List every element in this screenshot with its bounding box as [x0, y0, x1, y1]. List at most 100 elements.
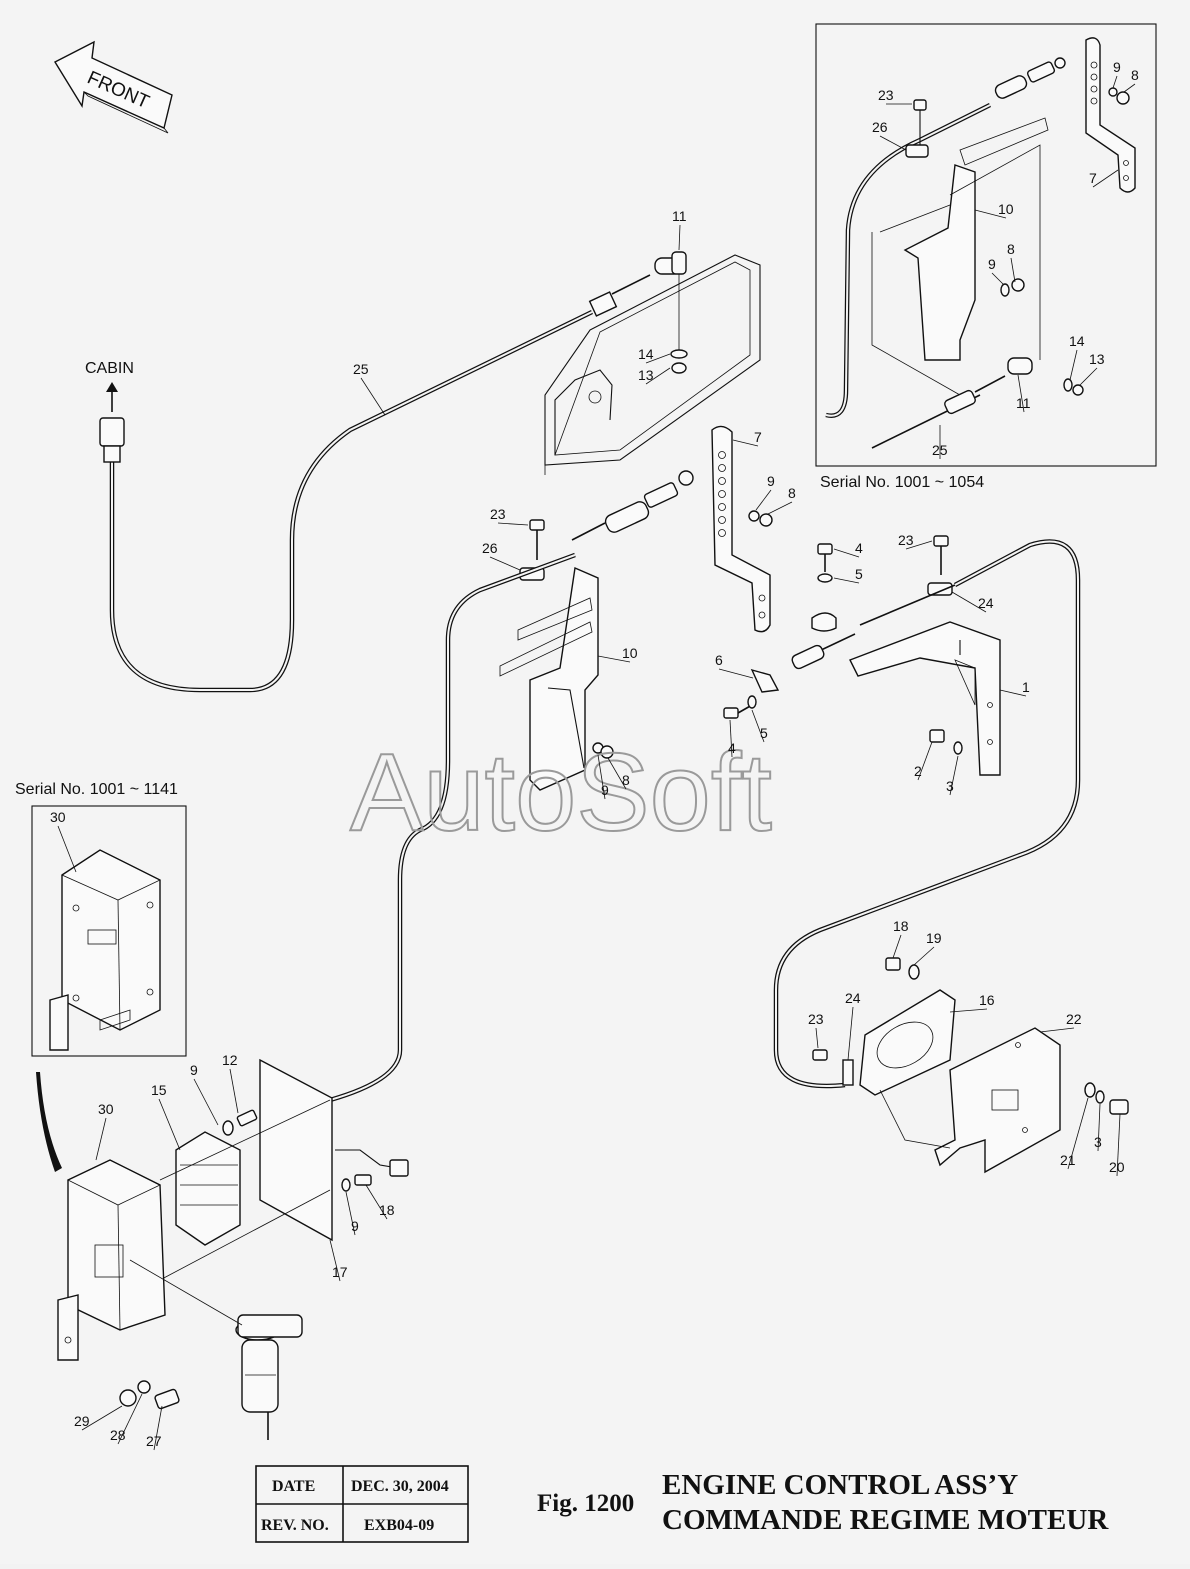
leader-m27 [153, 1405, 163, 1451]
figure-number: Fig. 1200 [537, 1490, 634, 1517]
leader-m4b [729, 719, 733, 758]
leader-t7 [1092, 169, 1119, 188]
cable-loop-right [773, 539, 1081, 1089]
leader-m30b [95, 1117, 107, 1161]
part-label-m11: 11 [672, 208, 687, 224]
clamp-24-bolt-23 [859, 535, 956, 626]
part-label-m29: 29 [74, 1413, 90, 1429]
leader-t13 [1079, 367, 1098, 386]
part-label-t26: 26 [872, 119, 888, 135]
lever-7 [711, 425, 773, 633]
leader-t8a [1123, 83, 1136, 93]
leader-m9a [755, 489, 772, 511]
inset-top-right: Serial No. 1001 ~ 1054 [815, 23, 1157, 491]
inset-top-right-serial: Serial No. 1001 ~ 1054 [820, 474, 984, 491]
part-label-m15: 15 [151, 1082, 167, 1098]
part-label-t14: 14 [1069, 333, 1085, 349]
leader-t8b [1010, 257, 1016, 283]
part-label-m10: 10 [622, 645, 638, 661]
part-label-m5a: 5 [855, 566, 863, 582]
part-label-t11: 11 [1016, 395, 1031, 411]
leader-m21 [1067, 1097, 1089, 1170]
leader-m5a [833, 577, 860, 584]
leader-m12 [229, 1068, 239, 1114]
leader-m23a [497, 522, 529, 526]
leader-m8a [767, 501, 793, 515]
leader-t9a [1112, 75, 1118, 89]
bracket-10 [499, 566, 614, 791]
date-label: DATE [272, 1478, 315, 1495]
leader-m6 [718, 668, 754, 679]
rod-end-11 [654, 251, 688, 374]
leader-m5b [751, 709, 765, 743]
part-label-m27: 27 [146, 1433, 162, 1449]
leader-m9c [193, 1078, 219, 1126]
part-label-m23b: 23 [898, 532, 914, 548]
cable-25 [99, 274, 651, 693]
leader-m26 [489, 556, 521, 571]
part-label-m13: 13 [638, 367, 654, 383]
throttle-cable-end [571, 470, 694, 541]
cabin-label: CABIN [85, 360, 134, 377]
part-label-m8a: 8 [788, 485, 796, 501]
leader-m1 [999, 689, 1027, 697]
part-label-m3a: 3 [946, 778, 954, 794]
leader-m19 [913, 946, 935, 966]
leader-m2 [917, 741, 933, 781]
part-label-t23: 23 [878, 87, 894, 103]
part-label-m17: 17 [332, 1264, 348, 1280]
rev-label: REV. NO. [261, 1517, 329, 1534]
leader-m3b [1097, 1103, 1101, 1152]
leader-m25 [360, 377, 386, 416]
leader-m24a [951, 591, 987, 613]
part-label-m4a: 4 [855, 540, 863, 556]
fuel-filter [129, 1259, 303, 1440]
part-label-t13: 13 [1089, 351, 1105, 367]
part-label-m1: 1 [1022, 679, 1030, 695]
front-arrow: FRONT [54, 40, 173, 134]
part-label-m30b: 30 [98, 1101, 114, 1117]
part-label-m25: 25 [353, 361, 369, 377]
title-block: DATE DEC. 30, 2004 REV. NO. EXB04-09 Fig… [255, 1465, 1109, 1543]
part-label-m23a: 23 [490, 506, 506, 522]
leader-t14 [1069, 349, 1078, 381]
engine-panel [544, 254, 761, 475]
leader-lines [57, 75, 1136, 1451]
part-label-m14: 14 [638, 346, 654, 362]
leader-m11 [678, 224, 681, 251]
part-label-m18b: 18 [379, 1202, 395, 1218]
part-label-m28: 28 [110, 1427, 126, 1443]
leader-m23c [815, 1027, 819, 1049]
inset-left: Serial No. 1001 ~ 1141 [15, 781, 187, 1057]
leader-m20 [1116, 1113, 1121, 1177]
part-label-t7: 7 [1089, 170, 1097, 186]
leader-m3a [949, 755, 959, 796]
part-label-t9b: 9 [988, 256, 996, 272]
part-label-t8b: 8 [1007, 241, 1015, 257]
cabin-indicator: CABIN [85, 360, 134, 412]
leader-m18a [892, 934, 902, 959]
leader-m4a [833, 548, 860, 558]
part-label-m7: 7 [754, 429, 762, 445]
bracket-1-assembly [723, 543, 1001, 776]
part-label-m18a: 18 [893, 918, 909, 934]
part-labels: 1114132579823261089452324614523181916242… [50, 59, 1139, 1449]
part-label-m9b: 9 [601, 782, 609, 798]
part-label-m9c: 9 [190, 1062, 198, 1078]
part-label-m4b: 4 [728, 740, 736, 756]
watermark: AutoSoft [350, 731, 772, 854]
part-label-m8b: 8 [622, 772, 630, 788]
leader-m13 [645, 367, 671, 385]
leader-m14 [645, 353, 671, 364]
part-label-m5b: 5 [760, 725, 768, 741]
part-label-l30: 30 [50, 809, 66, 825]
part-label-t10: 10 [998, 201, 1014, 217]
leader-t11 [1017, 374, 1025, 413]
leader-m9d [345, 1191, 356, 1236]
part-label-m9a: 9 [767, 473, 775, 489]
part-label-m9d: 9 [351, 1218, 359, 1234]
leader-m23b [905, 540, 933, 550]
governor-actuator [57, 1058, 409, 1410]
part-label-t9a: 9 [1113, 59, 1121, 75]
